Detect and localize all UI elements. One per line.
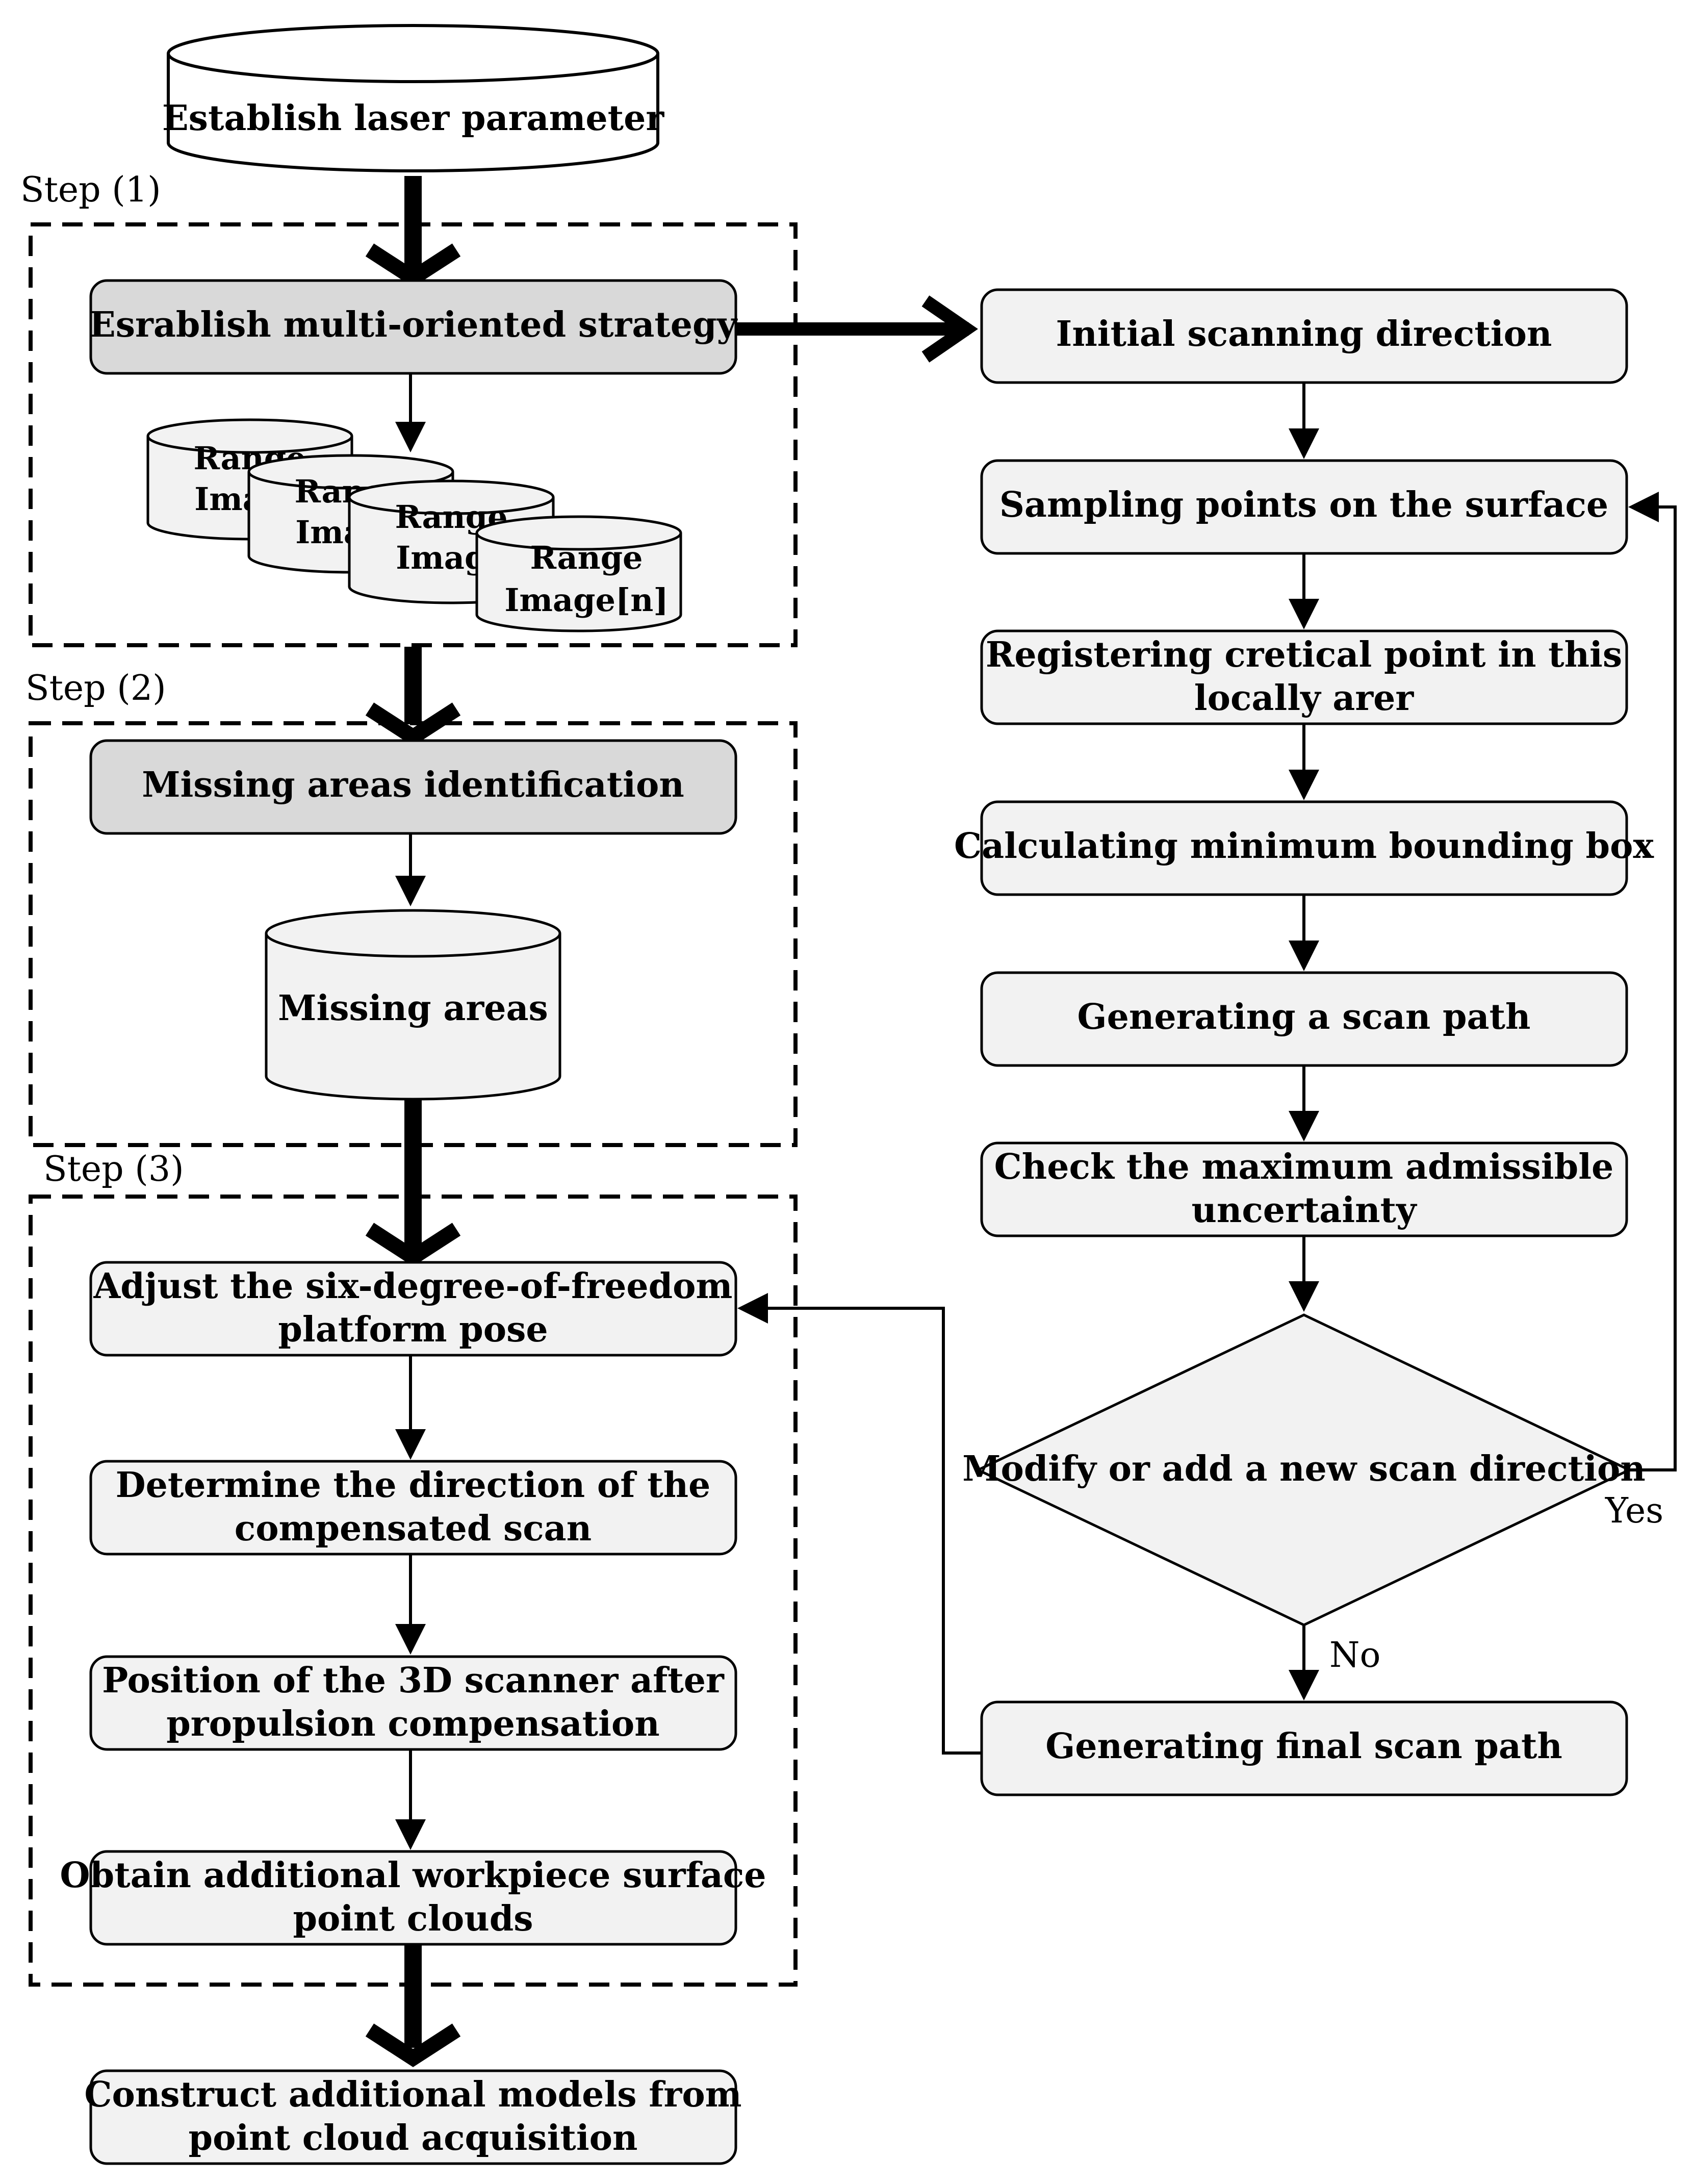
obtain-box [89,1850,737,1946]
decision-label: Modify or add a new scan direction [962,1449,1646,1489]
construct-line1: Construct additional models from [84,2074,741,2115]
bounding-label: Calculating minimum bounding box [954,826,1654,867]
obtain-line1: Obtain additional workpiece surface [60,1855,766,1896]
determine-line2: compensated scan [235,1508,592,1549]
adjust-box [89,1261,737,1357]
determine-line1: Determine the direction of the [116,1465,711,1506]
multi-oriented-box [89,279,737,375]
registering-line1: Registering cretical point in this [986,634,1622,675]
thick-arrow-start-to-step1 [365,176,461,287]
missing-identification-box [89,739,737,835]
arrow-final-to-adjust [737,1293,982,1755]
range-image-4-line1: Range [530,539,643,576]
final-box [980,1700,1628,1796]
range-image-cylinder-4: Range Image[n] [475,515,682,632]
range-image-4-line2: Image[n] [504,581,668,619]
step2-label: Step (2) [25,668,166,708]
start-label: Establish laser parameter [162,98,665,139]
position-line2: propulsion compensation [166,1704,659,1744]
step1-label: Step (1) [20,170,161,210]
check-line2: uncertainty [1191,1190,1418,1231]
yes-label: Yes [1605,1491,1663,1531]
determine-box [89,1460,737,1556]
thick-arrow-step3-to-construct [365,1943,461,2067]
step3-label: Step (3) [43,1149,184,1189]
thick-arrow-step2-to-step3 [365,1097,461,1266]
missing-identification-label: Missing areas identification [142,765,684,805]
check-line1: Check the maximum admissible [994,1147,1614,1187]
start-cylinder: Establish laser parameter [162,24,665,172]
adjust-line1: Adjust the six-degree-of-freedom [93,1266,733,1307]
position-line1: Position of the 3D scanner after [102,1660,725,1701]
sampling-label: Sampling points on the surface [999,485,1608,525]
initial-label: Initial scanning direction [1056,314,1552,354]
missing-areas-cylinder: Missing areas [265,909,561,1101]
position-box [89,1655,737,1751]
arrow-yes-loop [1628,492,1677,1471]
adjust-line2: platform pose [278,1309,548,1350]
registering-line2: locally arer [1194,678,1415,719]
construct-line2: point cloud acquisition [189,2118,638,2158]
final-label: Generating final scan path [1045,1726,1562,1767]
thick-arrow-step1-to-step2 [365,647,461,746]
multi-oriented-label: Esrablish multi-oriented strategy [89,304,738,345]
thick-arrow-to-initial [734,295,978,363]
scan-path-label: Generating a scan path [1077,997,1531,1037]
construct-box [89,2069,737,2165]
no-label: No [1329,1635,1380,1675]
missing-areas-label: Missing areas [278,988,548,1029]
obtain-line2: point clouds [293,1898,533,1939]
